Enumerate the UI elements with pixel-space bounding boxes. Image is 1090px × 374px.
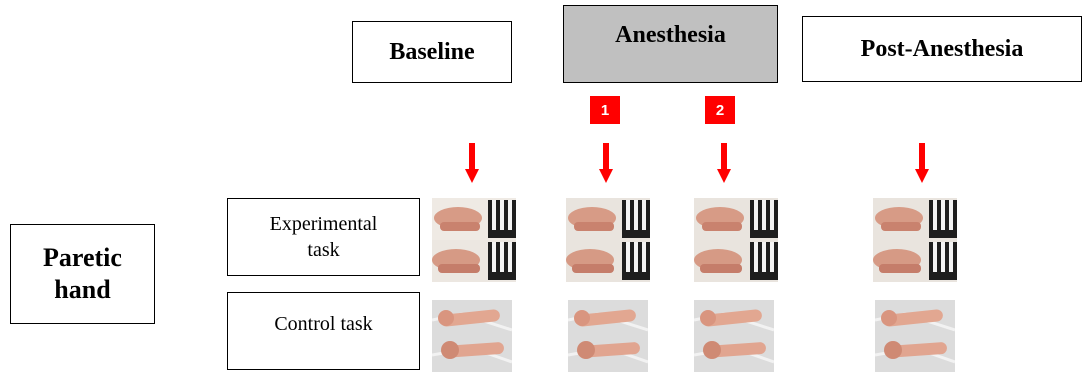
experimental-task-text: Experimental task: [259, 211, 389, 263]
down-arrow-icon: [599, 143, 613, 183]
experimental-thumb-anesthesia-1: [566, 198, 650, 282]
experimental-thumb-anesthesia-2: [694, 198, 778, 282]
piano-hand-photo: [432, 198, 516, 282]
control-task-label: Control task: [227, 292, 420, 370]
control-thumb-anesthesia-2: [694, 300, 774, 372]
arm-fist-photo: [875, 300, 955, 372]
control-thumb-anesthesia-1: [568, 300, 648, 372]
phase-post-anesthesia-label: Post-Anesthesia: [861, 36, 1024, 63]
phase-baseline: Baseline: [352, 21, 512, 83]
phase-anesthesia: Anesthesia: [563, 5, 778, 83]
down-arrow-icon: [915, 143, 929, 183]
paretic-hand-text: Paretic hand: [38, 242, 128, 306]
arm-fist-photo: [432, 300, 512, 372]
piano-hand-photo: [694, 198, 778, 282]
phase-anesthesia-label: Anesthesia: [615, 22, 726, 49]
control-task-text: Control task: [274, 311, 372, 337]
phase-baseline-label: Baseline: [389, 39, 474, 66]
phase-post-anesthesia: Post-Anesthesia: [802, 16, 1082, 82]
arm-fist-photo: [568, 300, 648, 372]
piano-hand-photo: [873, 198, 957, 282]
arm-fist-photo: [694, 300, 774, 372]
control-thumb-baseline: [432, 300, 512, 372]
timepoint-badge-2: 2: [705, 96, 735, 124]
experimental-task-label: Experimental task: [227, 198, 420, 276]
paretic-hand-label: Paretic hand: [10, 224, 155, 324]
control-thumb-post-anesthesia: [875, 300, 955, 372]
experimental-thumb-baseline: [432, 198, 516, 282]
down-arrow-icon: [465, 143, 479, 183]
experimental-thumb-post-anesthesia: [873, 198, 957, 282]
timepoint-badge-1: 1: [590, 96, 620, 124]
down-arrow-icon: [717, 143, 731, 183]
piano-hand-photo: [566, 198, 650, 282]
